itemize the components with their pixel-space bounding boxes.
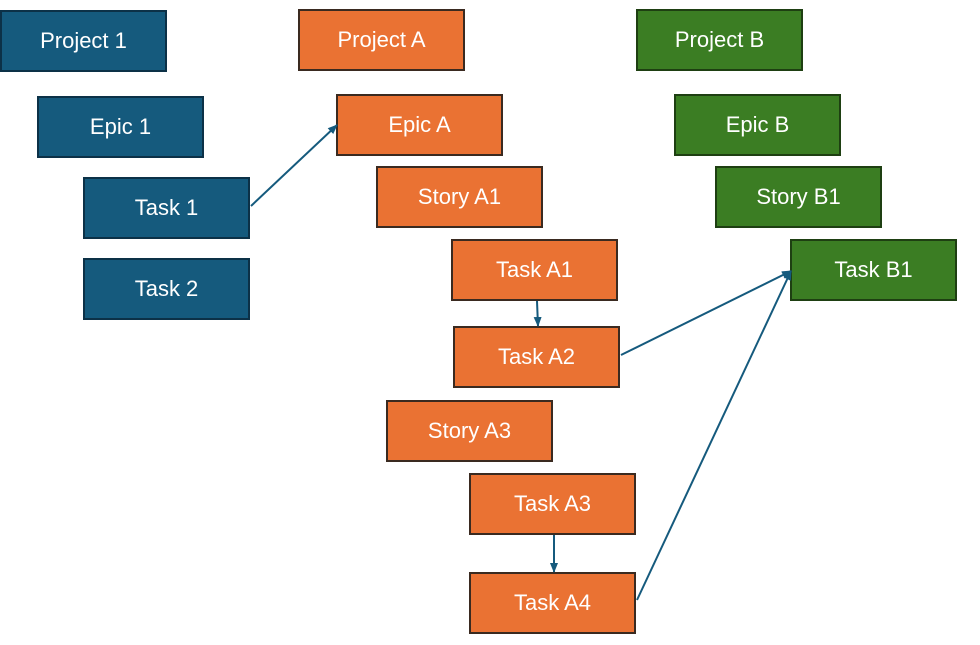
node-task-a2: Task A2: [453, 326, 620, 388]
node-story-b1: Story B1: [715, 166, 882, 228]
node-label: Task A3: [513, 491, 592, 516]
node-label: Task B1: [834, 257, 913, 282]
node-epic-b: Epic B: [674, 94, 841, 156]
node-label: Task A1: [495, 257, 574, 282]
node-label: Task 1: [134, 195, 199, 220]
arrow-task-a4-to-task-b1: [636, 270, 792, 601]
node-story-a1: Story A1: [376, 166, 543, 228]
node-task-a1: Task A1: [451, 239, 618, 301]
node-label: Story B1: [756, 184, 841, 209]
node-task-b1: Task B1: [790, 239, 957, 301]
node-label: Story A1: [417, 184, 502, 209]
node-label: Story A3: [427, 418, 512, 443]
arrow-task-a1-to-task-a2: [533, 300, 542, 327]
arrow-task-a2-to-task-b1: [620, 270, 792, 356]
node-project-1: Project 1: [0, 10, 167, 72]
node-label: Task 2: [134, 276, 199, 301]
arrow-task-1-to-epic-a: [250, 124, 338, 207]
node-label: Epic 1: [89, 114, 152, 139]
node-label: Task A4: [513, 590, 592, 615]
node-task-a4: Task A4: [469, 572, 636, 634]
node-story-a3: Story A3: [386, 400, 553, 462]
node-epic-1: Epic 1: [37, 96, 204, 158]
node-label: Project A: [337, 27, 426, 52]
node-label: Project 1: [40, 28, 127, 53]
node-label: Epic A: [388, 112, 451, 137]
node-label: Epic B: [725, 112, 790, 137]
node-task-1: Task 1: [83, 177, 250, 239]
node-task-a3: Task A3: [469, 473, 636, 535]
node-project-b: Project B: [636, 9, 803, 71]
node-task-2: Task 2: [83, 258, 250, 320]
node-epic-a: Epic A: [336, 94, 503, 156]
node-label: Project B: [674, 27, 765, 52]
node-project-a: Project A: [298, 9, 465, 71]
node-label: Task A2: [497, 344, 576, 369]
